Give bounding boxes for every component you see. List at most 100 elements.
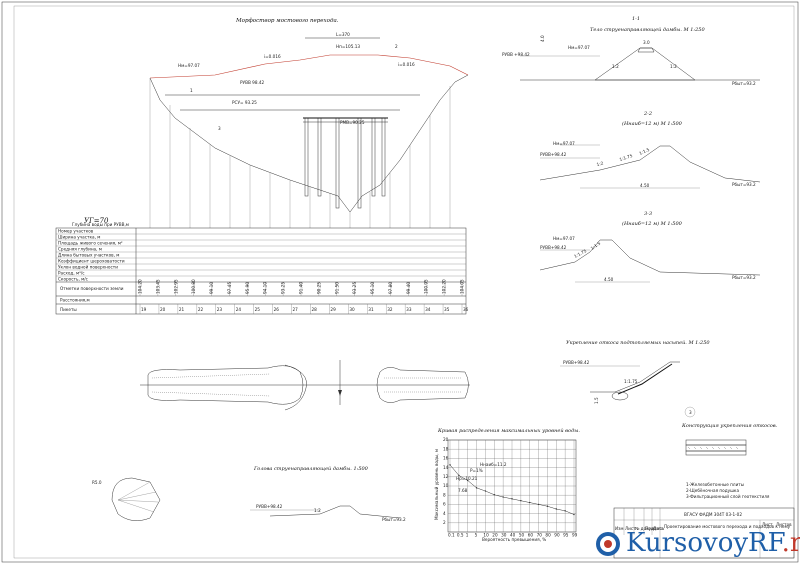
s33-hm: Нм=97.07 [553,236,575,241]
elevation-cell: 90.25 [316,282,321,294]
s22-subtitle: (Ннаиб=12 м) М 1:500 [622,120,683,127]
table-row-label-7: Расход, м³/с [58,271,85,276]
slope-reinforcement-block: Укрепление откоса подтопляемых насыпей. … [560,340,710,418]
elevation-cell: 99.40 [406,282,411,294]
profile-table: Номер участков Ширина участка, м Площадь… [55,222,469,315]
stamp-sheets: Листов [776,522,792,527]
chart-ytick: 20 [443,437,449,442]
inner-frame [13,5,795,559]
picket-cell: 23 [217,307,223,312]
picket-cell: 29 [330,307,336,312]
slope-ruvv: РУВВ+98.42 [563,360,590,365]
dam-head-slope: 1:2 [314,508,321,513]
construction-note-1: 1-Железобетонные плиты [686,482,744,487]
picket-cell: 19 [141,307,147,312]
profile-title: Морфоствор мостового перехода. [235,17,339,24]
chart-xtick: 0.5 [457,533,464,538]
s33-profile [539,239,761,276]
s33-bottom: Рбыт=93.2 [732,275,756,280]
picket-cell: 24 [236,307,242,312]
chart-point [555,508,557,510]
dam-head-ruvv: РУВВ+98.42 [256,504,283,509]
stamp-col-sign: Подпись [645,526,664,531]
chart-point [484,490,487,492]
curve-annotation-3: Нр=10.21 [456,476,478,481]
picket-cell: 26 [274,307,280,312]
profile-rsu-label: РСУ= 93.25 [232,100,257,105]
slope-toe [611,391,629,401]
picket-cell: 34 [425,307,431,312]
curve-chart-block: Кривая распределения максимальных уровне… [434,428,580,542]
elevation-cell: 97.45 [227,282,232,294]
table-row-label-4: Длина бытовых участков, м [58,253,119,258]
title-block: ВГАСУ ФАДМ 304Т 03-1-02 Проектирование м… [613,507,795,559]
flow-arrow-icon [338,390,342,396]
chart-xtick: 95 [563,533,569,538]
dam-head-block: Голова струенаправляющей дамбы. 1:500 РУ… [92,465,406,522]
chart-xtick: 50 [519,533,525,538]
profile-slope-right: i=0.016 [398,62,415,67]
picket-cell: 21 [179,307,185,312]
section-3-3: 3-3 (Ннаиб=12 м) М 1:500 Нм=97.07 РУВВ+9… [539,211,761,283]
s22-slope3: 1:1.5 [638,147,650,156]
terrain-line [149,74,469,213]
bridge-length-label: L=370 [336,32,350,37]
chart-point [520,500,522,502]
curve-annotation-4: 7.68 [458,488,468,493]
curve-chart-points [449,464,575,516]
picket-cell: 30 [349,307,355,312]
profile-hm-label: Нм=97.07 [178,63,200,68]
profile-slope-left: i=0.016 [264,54,281,59]
picket-cell: 33 [406,307,412,312]
slope-height: 1.5 [594,397,599,404]
chart-point [564,510,566,512]
s22-width: 4.50 [640,183,650,188]
stamp-code: ВГАСУ ФАДМ 304Т 03-1-02 [684,512,742,517]
elevation-cell: 102.20 [442,279,447,294]
chart-xtick: 40 [510,533,516,538]
s22-bottom: Рбыт=93.2 [732,182,756,187]
chart-ytick: 10 [443,483,449,488]
s33-slope: 1:1.75 [573,248,587,259]
chart-point [449,464,451,466]
chart-ytick: 14 [443,465,449,470]
s33-title: 3-3 [644,211,652,217]
s11-hm: Нм=97.07 [568,45,590,50]
s33-subtitle: (Ннаиб=12 м) М 1:500 [622,220,683,227]
chart-point [502,496,504,498]
chart-point [493,494,495,496]
curve-chart-grid [448,439,576,533]
s22-profile [539,145,761,183]
elevation-cell: 93.25 [281,282,286,294]
picket-cell: 36 [463,307,469,312]
picket-cell: 27 [293,307,299,312]
watermark-suffix: .ru [781,528,800,558]
s11-height: 4.0 [540,35,545,42]
picket-cell: 31 [368,307,374,312]
table-row-dist: Расстояния,м [60,298,90,303]
dam-head-plan [111,477,161,521]
chart-xtick: 10 [483,533,489,538]
chart-point [467,479,469,482]
s22-title: 2-2 [643,111,652,117]
curve-annotation-2: Р=1% [470,468,483,473]
stamp-col-list: Лист [625,526,636,531]
curve-chart-ylabel: Максимальный уровень воды, м [434,449,439,520]
chart-ytick: 18 [443,446,449,451]
table-row-label-2: Площадь живого сечения, м² [58,241,123,246]
stamp-col-date: Дата [653,526,664,531]
curve-chart-title: Кривая распределения максимальных уровне… [437,428,580,434]
profile-verticals [149,78,451,228]
chart-xtick: 30 [501,533,507,538]
chart-xtick: 0.1 [448,533,455,538]
stamp-col-izm: Изм [615,526,624,531]
chart-point [475,487,478,489]
chart-point [537,503,540,506]
chart-point [511,498,513,500]
s11-slope-right: 1:2 [670,64,677,69]
profile-rmv-label: РМВ=90.25 [340,120,365,125]
